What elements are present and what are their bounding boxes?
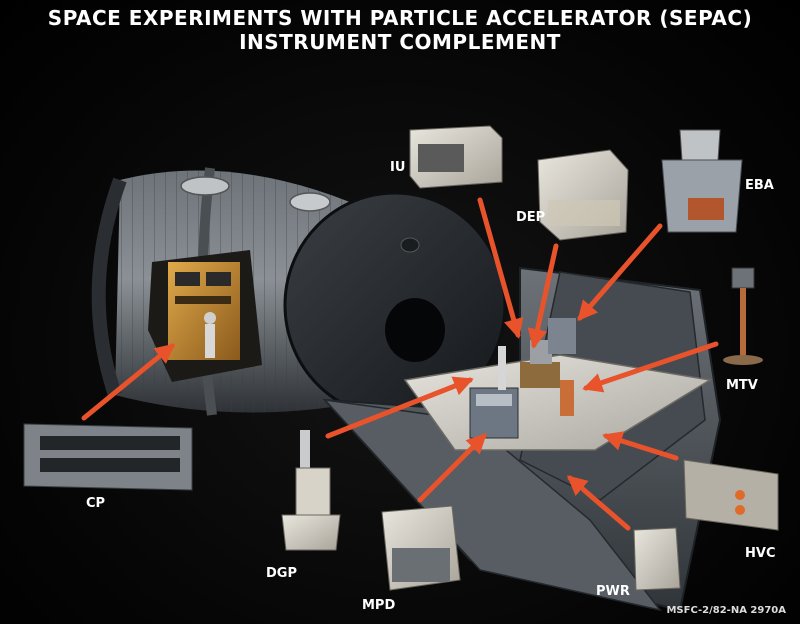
arrow-mpd bbox=[417, 433, 487, 503]
instrument-mtv bbox=[723, 267, 763, 365]
label-iu: IU bbox=[390, 160, 406, 175]
arrow-eba bbox=[577, 223, 663, 322]
instrument-hvc bbox=[683, 459, 779, 531]
instrument-pwr bbox=[633, 527, 681, 591]
arrow-iu bbox=[477, 197, 524, 339]
instrument-dgp bbox=[281, 430, 341, 551]
label-dep: DEP bbox=[516, 210, 546, 225]
label-mpd: MPD bbox=[362, 598, 396, 613]
label-dgp: DGP bbox=[266, 566, 297, 581]
label-pwr: PWR bbox=[596, 584, 630, 599]
arrow-cp bbox=[81, 343, 176, 421]
callout-arrows bbox=[81, 197, 719, 531]
instrument-cp bbox=[23, 423, 193, 491]
spacelab-module bbox=[91, 167, 507, 419]
arrow-pwr bbox=[566, 475, 631, 531]
arrow-hvc bbox=[602, 431, 679, 461]
arrow-dgp bbox=[325, 376, 474, 439]
title-line-2: INSTRUMENT COMPLEMENT bbox=[239, 30, 561, 54]
instrument-iu bbox=[409, 125, 503, 189]
photo-credit: MSFC-2/82-NA 2970A bbox=[666, 605, 786, 616]
instrument-dep bbox=[537, 149, 629, 241]
label-mtv: MTV bbox=[726, 378, 758, 393]
arrow-dep bbox=[527, 243, 559, 349]
title-line-1: SPACE EXPERIMENTS WITH PARTICLE ACCELERA… bbox=[47, 6, 753, 30]
label-eba: EBA bbox=[745, 178, 774, 193]
label-cp: CP bbox=[86, 496, 106, 511]
astronaut-figure bbox=[204, 312, 216, 324]
arrow-mtv bbox=[582, 341, 719, 393]
instrument-mpd bbox=[381, 505, 461, 591]
instrument-eba bbox=[661, 129, 743, 233]
label-hvc: HVC bbox=[745, 546, 776, 561]
